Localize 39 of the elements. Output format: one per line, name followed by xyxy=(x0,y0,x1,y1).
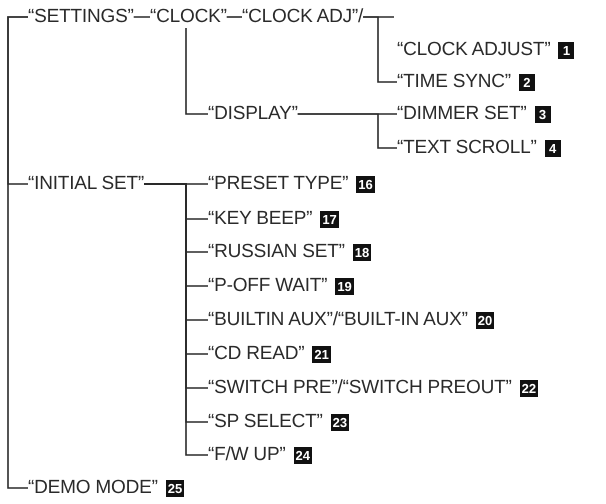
reference-number: 23 xyxy=(330,414,350,430)
menu-item-label: “TIME SYNC” xyxy=(397,71,511,93)
connector-line xyxy=(363,16,397,83)
menu-item-label: “RUSSIAN SET” xyxy=(208,241,345,263)
menu-item-label: “BUILTIN AUX”/“BUILT-IN AUX” xyxy=(208,309,468,331)
reference-number: 1 xyxy=(558,42,574,58)
reference-number: 24 xyxy=(294,446,312,464)
menu-item-label: “CLOCK ADJUST” xyxy=(397,39,550,61)
menu-item-label: “KEY BEEP” xyxy=(208,208,312,230)
reference-number: 16 xyxy=(356,176,375,192)
reference-number: 17 xyxy=(320,210,339,228)
menu-item-label: “F/W UP” xyxy=(208,444,286,466)
reference-number: 2 xyxy=(518,74,535,90)
connector-line xyxy=(298,113,397,149)
reference-number: 21 xyxy=(312,346,331,362)
reference-number: 18 xyxy=(352,244,372,260)
connector-line xyxy=(185,28,208,115)
menu-item-label: “SP SELECT” xyxy=(208,411,323,433)
reference-number: 22 xyxy=(520,380,538,396)
menu-item-label: “CLOCK ADJ”/ xyxy=(242,6,364,28)
reference-number: 25 xyxy=(166,480,184,496)
reference-number: 20 xyxy=(476,312,494,328)
menu-item-label: “PRESET TYPE” xyxy=(208,173,348,195)
reference-number: 3 xyxy=(534,106,551,122)
connector-line xyxy=(226,16,242,18)
menu-item-label: “INITIAL SET” xyxy=(28,173,144,195)
menu-item-label: “CLOCK” xyxy=(150,6,227,28)
menu-item-label: “TEXT SCROLL” xyxy=(397,137,537,159)
menu-item-label: “P-OFF WAIT” xyxy=(208,275,328,297)
reference-number: 4 xyxy=(544,140,561,156)
menu-item-label: “CD READ” xyxy=(208,343,304,365)
connector-line xyxy=(134,16,150,18)
reference-number: 19 xyxy=(335,278,354,294)
connector-line xyxy=(7,16,28,489)
menu-item-label: “DISPLAY” xyxy=(208,103,298,125)
menu-item-label: “DIMMER SET” xyxy=(397,103,527,125)
menu-item-label: “SWITCH PRE”/“SWITCH PREOUT” xyxy=(208,377,512,399)
menu-item-label: “DEMO MODE” xyxy=(28,477,158,499)
menu-item-label: “SETTINGS” xyxy=(28,6,134,28)
